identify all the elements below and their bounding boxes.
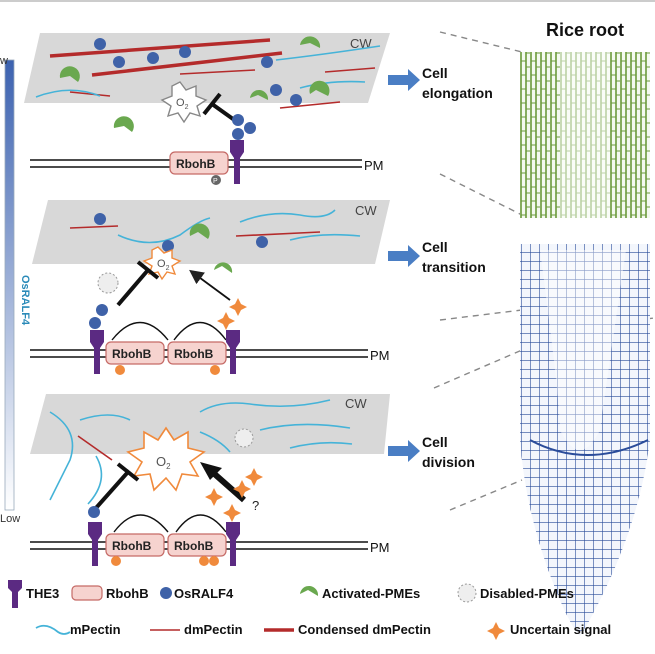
- rboh-label-2b: RbohB: [174, 347, 214, 361]
- rice-root-image: Rice root: [520, 20, 650, 636]
- legend: THE3 RbohB OsRALF4 Activated-PMEs Disabl…: [8, 580, 611, 640]
- legend-condensed-dmpectin: Condensed dmPectin: [298, 622, 431, 637]
- legend-uncertain-signal: Uncertain signal: [510, 622, 611, 637]
- legend-osralf4: OsRALF4: [174, 586, 234, 601]
- root-title: Rice root: [546, 20, 624, 40]
- gradient-name-label: OsRALF4: [19, 275, 31, 326]
- cw-label-3: CW: [345, 396, 367, 411]
- legend-disabled-pmes: Disabled-PMEs: [480, 586, 574, 601]
- panel-transition: CW O2 PM RbohB Rboh: [30, 200, 390, 375]
- gradient-low-label: Low: [0, 513, 20, 525]
- legend-the3: THE3: [26, 586, 59, 601]
- legend-dmpectin: dmPectin: [184, 622, 243, 637]
- rboh-label-3a: RbohB: [112, 539, 152, 553]
- legend-activated-pmes: Activated-PMEs: [322, 586, 420, 601]
- pm-label-3: PM: [370, 540, 390, 555]
- panel-division: CW O2 ? PM RbohB RbohB: [30, 394, 390, 566]
- zoom-connectors: [433, 31, 655, 511]
- panel-elongation: CW O2: [24, 33, 390, 185]
- legend-rbohb: RbohB: [106, 586, 149, 601]
- cw-label-2: CW: [355, 203, 377, 218]
- rboh-label-1: RbohB: [176, 157, 216, 171]
- legend-mpectin: mPectin: [70, 622, 121, 637]
- rboh-label-3b: RbohB: [174, 539, 214, 553]
- uncertain-question: ?: [252, 498, 259, 513]
- pm-label-2: PM: [370, 348, 390, 363]
- pm-label-1: PM: [364, 158, 384, 173]
- rboh-label-2a: RbohB: [112, 347, 152, 361]
- osralf4-gradient-bar: w Low OsRALF4: [0, 55, 31, 525]
- phospho-label-1: P: [213, 178, 218, 185]
- gradient-high-label: w: [0, 55, 8, 67]
- outcome-arrows: [388, 69, 420, 462]
